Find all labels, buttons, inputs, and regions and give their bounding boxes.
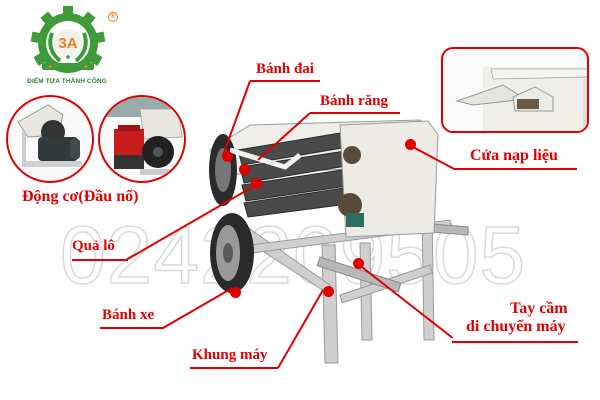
wheel: [210, 213, 254, 293]
label-dong-co: Động cơ(Đầu nổ): [22, 188, 139, 205]
label-tay-cam-line2: di chuyển máy: [466, 318, 566, 335]
label-banh-xe: Bánh xe: [102, 307, 155, 323]
logo-tagline: ĐIỂM TỰA THÀNH CÔNG: [27, 78, 107, 85]
callout-line-cua-nap-lieu: [455, 168, 577, 170]
label-banh-rang: Bánh răng: [320, 93, 388, 109]
label-qua-lo: Quả lô: [72, 238, 115, 254]
label-banh-dai: Bánh đai: [256, 61, 314, 77]
callout-line-qua-lo: [72, 259, 128, 261]
brand-logo: 3A ® ĐIỂM TỰA THÀNH CÔNG: [18, 6, 118, 92]
label-cua-nap-lieu: Cửa nạp liệu: [470, 147, 558, 164]
callout-line-banh-xe: [100, 327, 164, 329]
callout-dot-banh-rang: [239, 164, 250, 175]
rollers: [237, 132, 357, 218]
label-tay-cam-line1: Tay cầm: [510, 300, 568, 317]
feed-door-icon: [455, 67, 587, 131]
callout-dot-cua-nap-lieu: [405, 139, 416, 150]
callout-dot-khung-may: [323, 286, 334, 297]
rice-thresher-machine: [209, 119, 469, 364]
svg-text:3A: 3A: [58, 35, 77, 52]
diesel-engine-image-circle: [98, 95, 186, 183]
callout-line-banh-dai: [250, 80, 320, 82]
callout-dot-qua-lo: [251, 178, 262, 189]
callout-dot-banh-dai: [222, 151, 233, 162]
registered-mark: ®: [108, 12, 118, 22]
callout-dot-banh-xe: [230, 287, 241, 298]
callout-line-khung-may: [190, 367, 278, 369]
diesel-engine-icon: [100, 97, 184, 175]
motor-image-circle: [6, 95, 94, 183]
machine-frame: [225, 212, 453, 364]
label-khung-may: Khung máy: [192, 347, 268, 363]
gear-logo-icon: 3A: [30, 6, 106, 73]
callout-line-tay-cam: [452, 341, 578, 343]
feed-door-image-box: [441, 47, 589, 133]
electric-motor-icon: [17, 104, 82, 167]
callout-line-banh-rang: [310, 112, 400, 114]
